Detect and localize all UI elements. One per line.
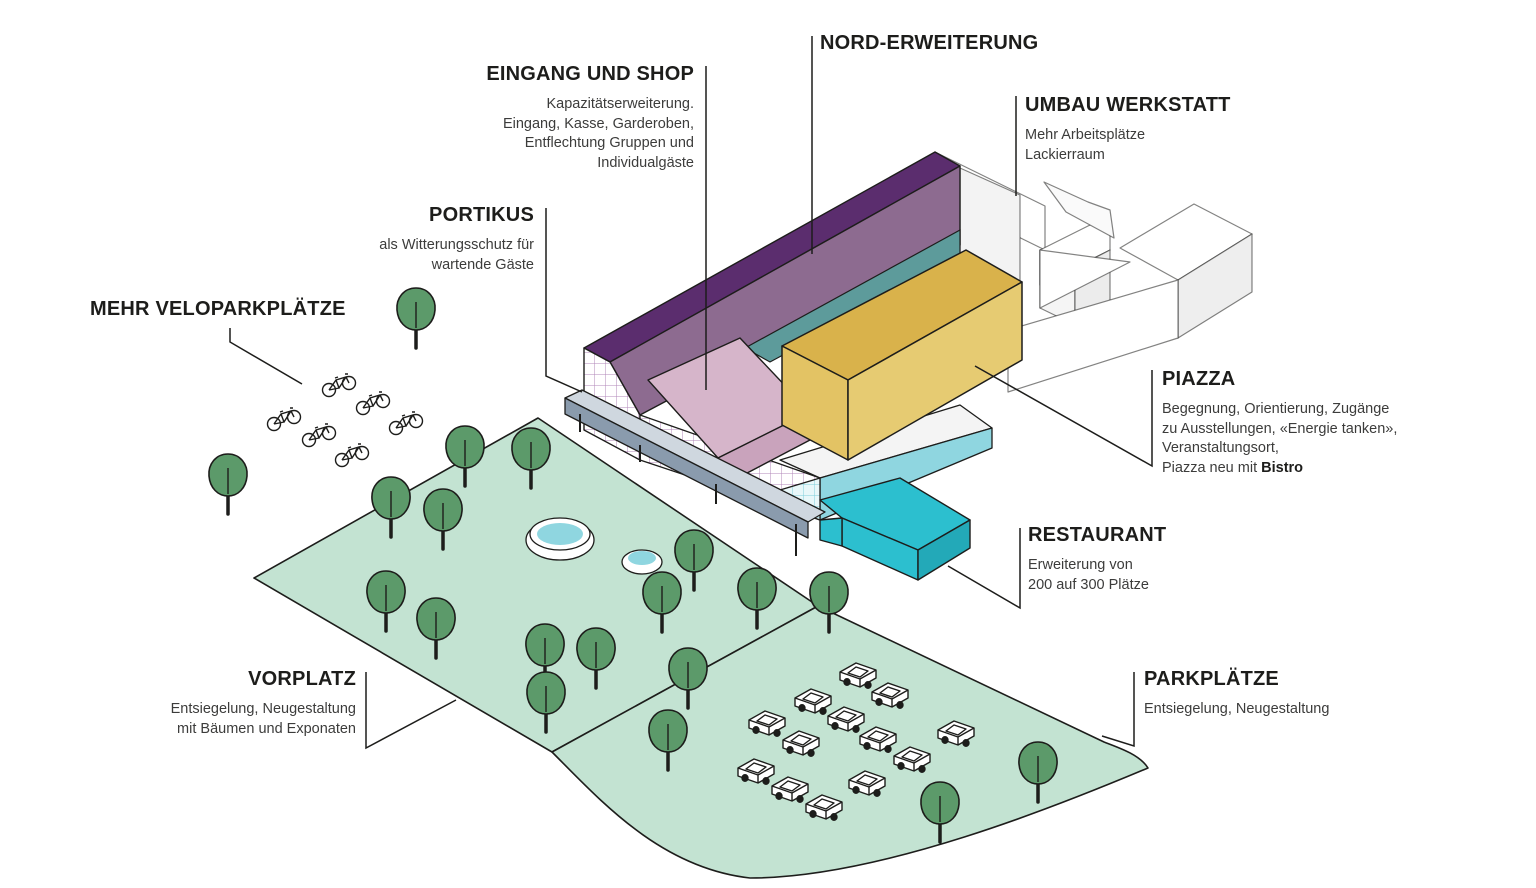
label-piazza: PIAZZA Begegnung, Orientierung, Zugänge … <box>1162 368 1397 478</box>
label-eingang-shop: EINGANG UND SHOP Kapazitätserweiterung. … <box>486 63 694 173</box>
portikus-title: PORTIKUS <box>429 204 534 226</box>
restaurant-line: 200 auf 300 Plätze <box>1028 576 1149 593</box>
umbau-line: Mehr Arbeitsplätze <box>1025 127 1146 143</box>
leader-lines <box>229 36 1153 750</box>
label-nord-erweiterung: NORD-ERWEITERUNG <box>820 32 1038 55</box>
umbau-title: UMBAU WERKSTATT <box>1025 94 1231 116</box>
parkplaetze-line: Entsiegelung, Neugestaltung <box>1144 701 1330 717</box>
piazza-line: zu Ausstellungen, «Energie tanken», <box>1162 420 1398 437</box>
label-umbau-werkstatt: UMBAU WERKSTATT Mehr Arbeitsplätze Lacki… <box>1025 94 1231 165</box>
eingang-line: Entflechtung Gruppen und <box>524 135 694 151</box>
vorplatz-title: VORPLATZ <box>248 668 356 690</box>
portikus-line: als Witterungsschutz für <box>379 237 534 253</box>
piazza-title: PIAZZA <box>1162 368 1236 390</box>
label-vorplatz: VORPLATZ Entsiegelung, Neugestaltung mit… <box>171 668 356 739</box>
label-veloparkplaetze: MEHR VELOPARKPLÄTZE <box>90 298 346 321</box>
fountain-small <box>621 549 663 575</box>
vorplatz-line: mit Bäumen und Exponaten <box>177 720 356 737</box>
fountain-large <box>525 517 595 561</box>
bicycles <box>266 373 424 468</box>
piazza-bistro: Bistro <box>1261 459 1304 476</box>
velo-title: MEHR VELOPARKPLÄTZE <box>90 298 346 320</box>
restaurant-title: RESTAURANT <box>1028 524 1167 546</box>
piazza-line-last: Piazza neu mit Bistro <box>1162 459 1397 479</box>
label-parkplaetze: PARKPLÄTZE Entsiegelung, Neugestaltung <box>1144 668 1329 720</box>
piazza-line: Begegnung, Orientierung, Zugänge <box>1162 401 1390 417</box>
label-portikus: PORTIKUS als Witterungsschutz für warten… <box>379 204 534 275</box>
eingang-line: Eingang, Kasse, Garderoben, <box>502 115 694 132</box>
eingang-line: Individualgäste <box>597 154 694 171</box>
parkplaetze-title: PARKPLÄTZE <box>1144 668 1279 690</box>
werkstatt-buildings <box>934 151 1253 393</box>
portikus-line: wartende Gäste <box>431 256 534 273</box>
eingang-title: EINGANG UND SHOP <box>486 63 694 85</box>
piazza-line: Veranstaltungsort, <box>1162 440 1279 456</box>
restaurant-line: Erweiterung von <box>1028 557 1133 573</box>
nord-title: NORD-ERWEITERUNG <box>820 32 1039 54</box>
label-restaurant: RESTAURANT Erweiterung von 200 auf 300 P… <box>1028 524 1166 595</box>
yellow-block <box>781 249 1023 461</box>
restaurant-volume <box>819 477 971 581</box>
piazza-last-prefix: Piazza neu mit <box>1162 459 1262 476</box>
vorplatz-line: Entsiegelung, Neugestaltung <box>170 701 356 717</box>
umbau-line: Lackierraum <box>1025 146 1105 163</box>
portikus-roof <box>564 389 826 556</box>
eingang-line: Kapazitätserweiterung. <box>546 96 695 112</box>
